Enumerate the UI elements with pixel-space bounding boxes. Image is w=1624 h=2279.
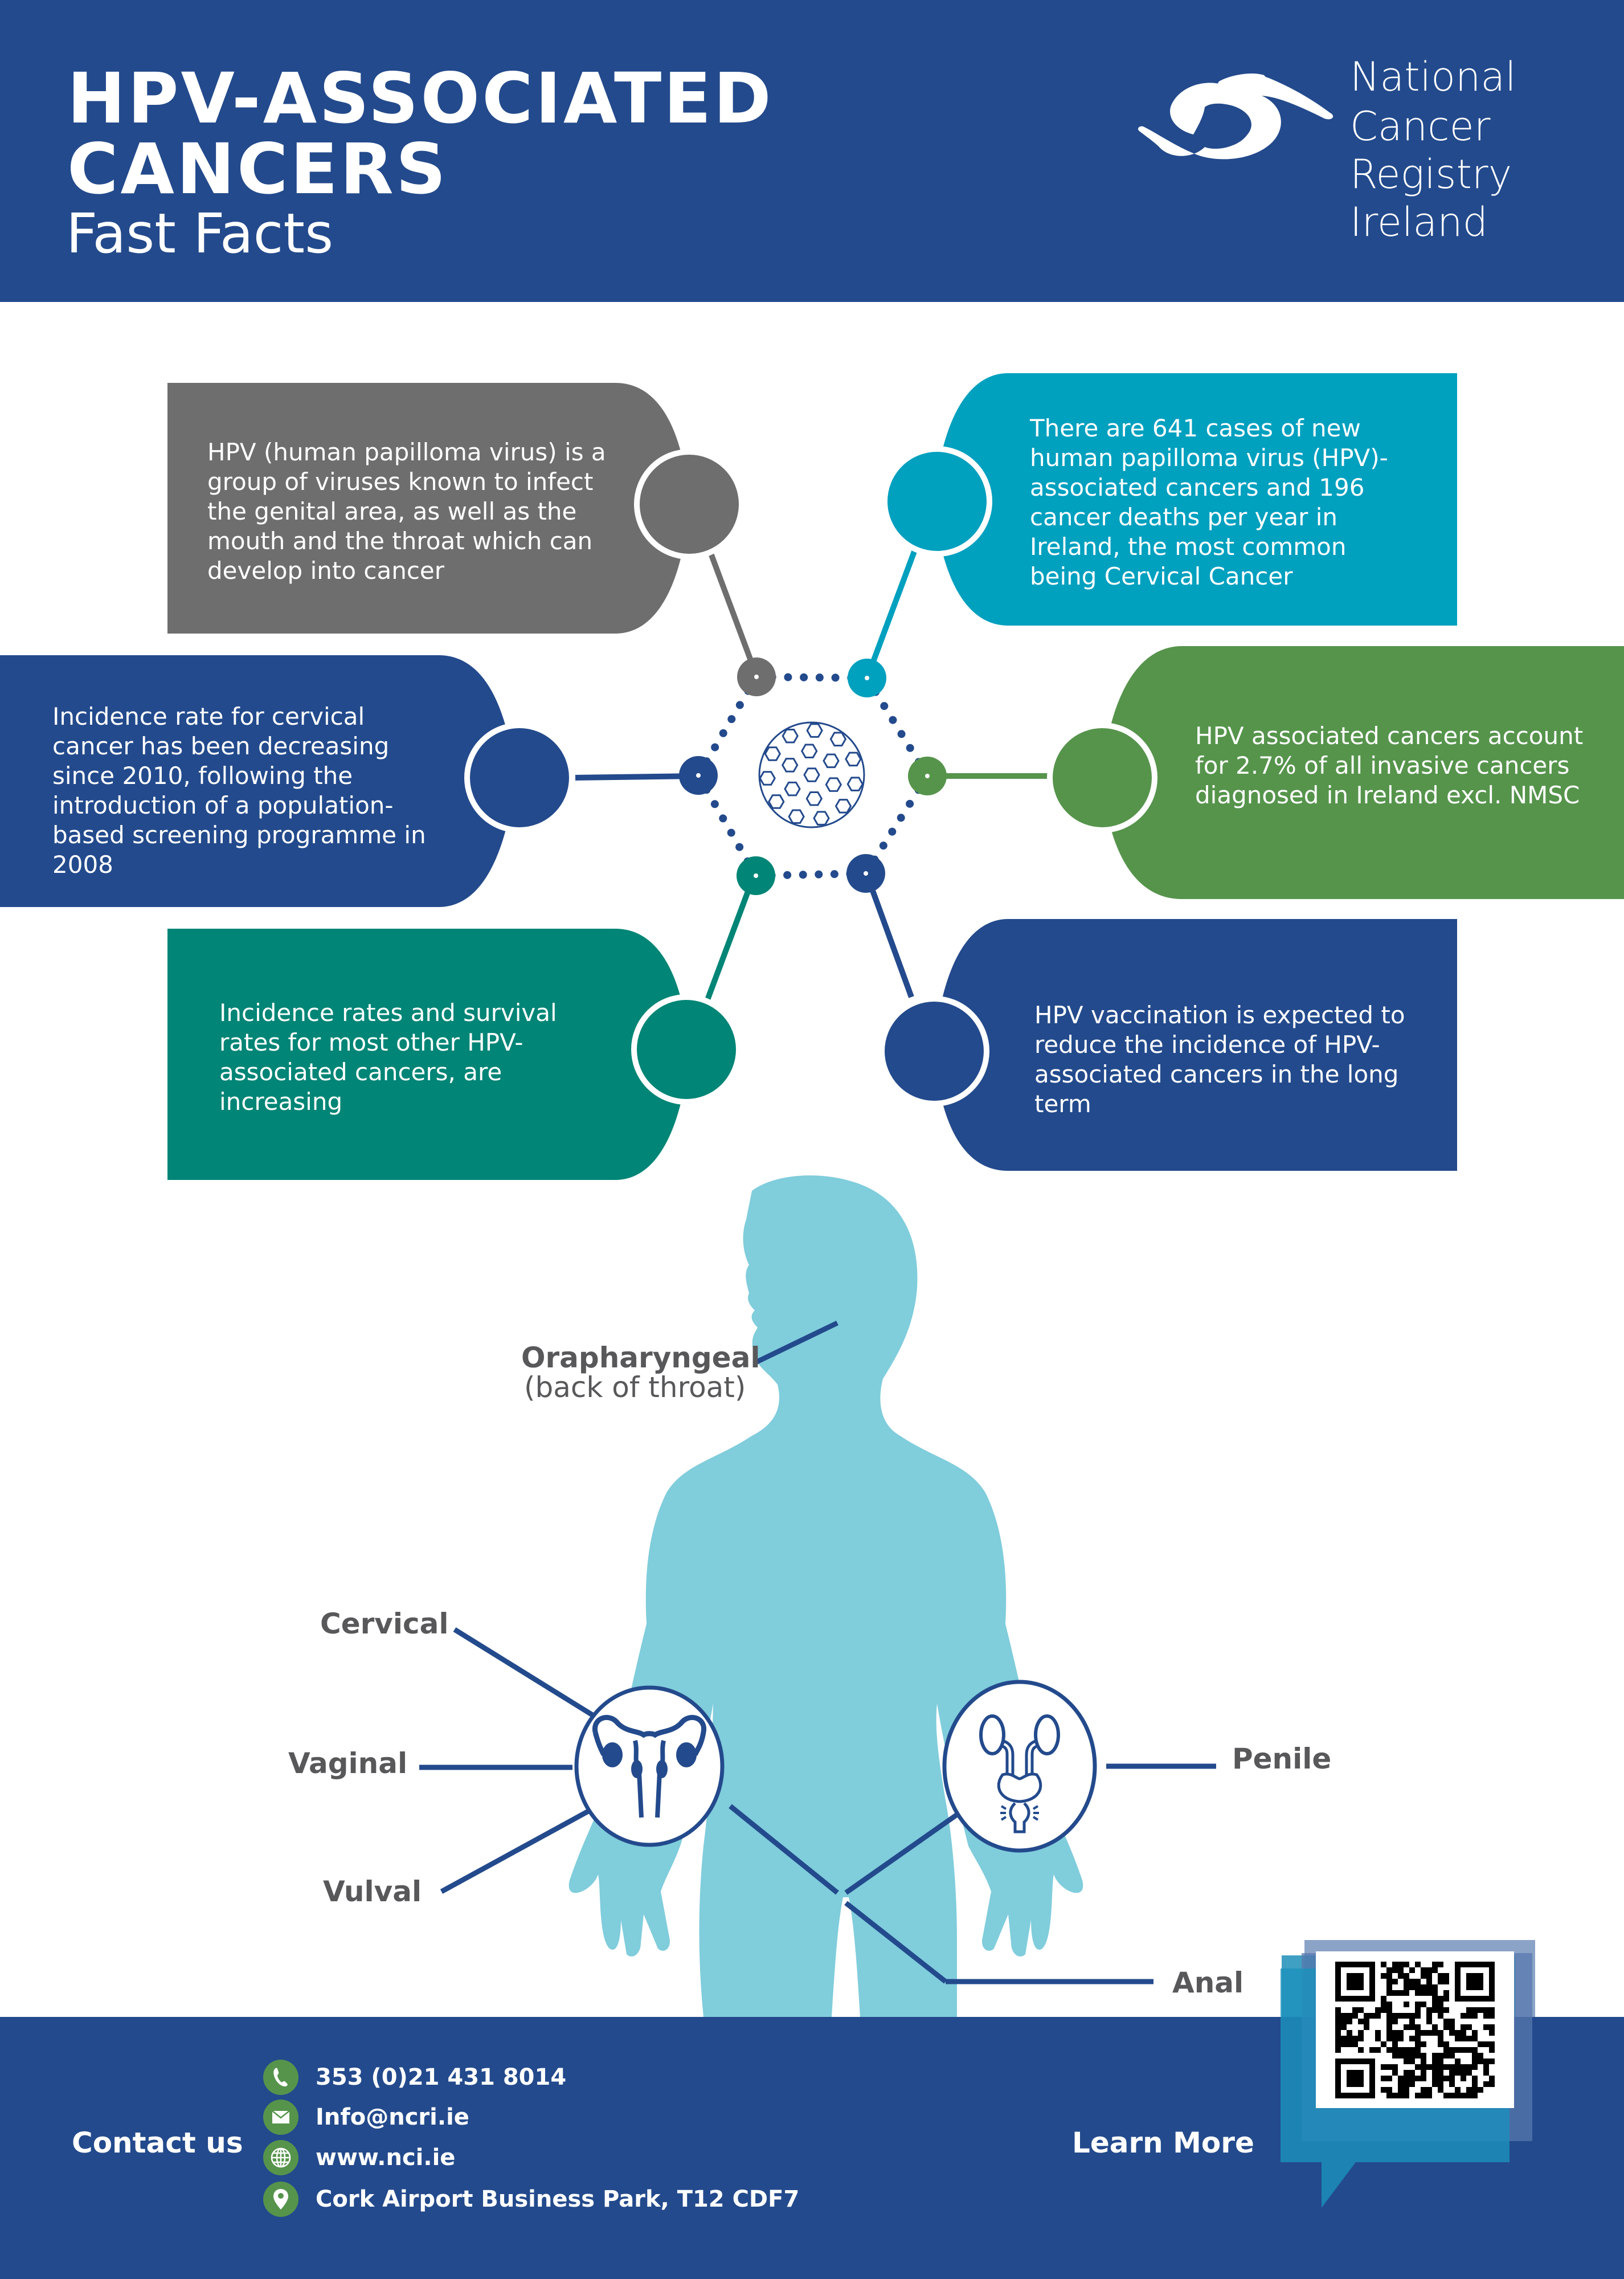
contact-us-heading: Contact us <box>72 2126 243 2159</box>
header-banner <box>0 0 1624 302</box>
ring-dot <box>897 814 905 822</box>
ncri-swirl-logo-icon <box>1138 73 1333 160</box>
learn-more-label[interactable]: Learn More <box>1072 2126 1254 2159</box>
fact-text-cases: There are 641 cases of new human papillo… <box>1030 414 1388 590</box>
ring-dot <box>880 702 889 710</box>
fact-text-share: HPV associated cancers account for 2.7% … <box>1195 722 1584 809</box>
contact-address-text: Cork Airport Business Park, T12 CDF7 <box>316 2186 800 2212</box>
fact-card-bg-share <box>1102 646 1624 899</box>
logo-text-line: Cancer <box>1350 103 1491 150</box>
ring-dot <box>800 673 808 681</box>
page-title-line2: CANCERS <box>67 129 448 210</box>
ring-dot <box>719 729 727 737</box>
ring-dot <box>906 799 914 808</box>
body-diagram <box>419 1175 1535 2023</box>
virus-capsomere <box>823 753 840 769</box>
contact-phone-text: 353 (0)21 431 8014 <box>316 2064 567 2090</box>
virus-capsomere <box>805 791 823 806</box>
ring-dot <box>897 730 906 738</box>
fact-card-bg-cases <box>934 373 1457 626</box>
contact-email[interactable]: Info@ncri.ie <box>263 2099 469 2135</box>
contact-website-text: www.nci.ie <box>316 2145 456 2171</box>
ring-dot <box>831 673 840 682</box>
hpv-virus-icon <box>758 721 865 828</box>
fact-card-bg-definition <box>167 383 689 634</box>
virus-capsomere <box>781 758 799 773</box>
label-vulval: Vulval <box>323 1875 422 1908</box>
location-pin-icon <box>263 2182 298 2217</box>
virus-capsomere <box>825 777 842 792</box>
phone-icon <box>263 2060 298 2095</box>
ring-dot <box>888 827 897 836</box>
virus-capsomere <box>768 794 785 809</box>
fact-text-vaccination: HPV vaccination is expected to reduce th… <box>1034 1001 1405 1118</box>
virus-capsomere <box>845 752 862 767</box>
logo-text-line: Ireland <box>1350 199 1488 246</box>
contact-phone[interactable]: 353 (0)21 431 8014 <box>263 2059 566 2096</box>
fact-card-bg-other-trend <box>167 929 689 1180</box>
virus-capsomere <box>764 746 782 761</box>
ring-dot <box>783 871 792 879</box>
human-silhouette <box>568 1175 1083 2017</box>
contact-email-text: Info@ncri.ie <box>316 2104 469 2130</box>
contact-website[interactable]: www.nci.ie <box>263 2139 455 2176</box>
label-orapharyngeal: Orapharyngeal <box>521 1341 760 1374</box>
label-anal: Anal <box>1172 1966 1244 1999</box>
globe-icon <box>263 2140 298 2175</box>
ring-dot <box>815 870 823 879</box>
ring-dot <box>879 842 887 850</box>
ring-dot <box>711 743 719 752</box>
page-subtitle: Fast Facts <box>66 202 334 266</box>
virus-capsomere <box>784 781 801 797</box>
facts-hub-diagram <box>0 373 1624 1180</box>
virus-capsomere <box>803 767 820 782</box>
virus-capsomere <box>846 777 864 791</box>
email-icon <box>263 2100 298 2135</box>
ring-dot <box>735 843 744 851</box>
virus-capsomere <box>800 744 818 758</box>
card-node-circle <box>464 446 1157 1106</box>
virus-capsomere <box>806 723 823 738</box>
contact-address[interactable]: Cork Airport Business Park, T12 CDF7 <box>263 2181 799 2217</box>
label-orapharyngeal-sub: (back of throat) <box>524 1371 746 1404</box>
ring-dot <box>799 871 807 879</box>
hub-node <box>679 657 947 895</box>
label-cervical: Cervical <box>320 1607 449 1640</box>
label-vaginal: Vaginal <box>288 1747 408 1780</box>
virus-capsomere <box>782 729 799 744</box>
virus-capsomere <box>813 811 830 826</box>
fact-text-cervical-trend: Incidence rate for cervical cancer has b… <box>52 703 426 879</box>
ring-dot <box>815 673 824 682</box>
label-penile: Penile <box>1232 1742 1332 1775</box>
logo-text-line: National <box>1350 54 1516 100</box>
ring-dot <box>727 715 736 724</box>
male-urinary-reproductive-icon <box>942 1680 1097 1853</box>
fact-text-definition: HPV (human papilloma virus) is a group o… <box>207 438 606 585</box>
ring-dot <box>727 828 735 837</box>
qr-code-icon[interactable] <box>1316 1951 1514 2108</box>
ring-dot <box>719 814 727 823</box>
ring-dot <box>889 716 897 724</box>
female-reproductive-organs-icon <box>574 1685 725 1847</box>
virus-capsomere <box>759 771 776 786</box>
virus-capsomere <box>835 799 852 814</box>
ring-dot <box>784 673 792 681</box>
fact-card-bg-cervical-trend <box>0 655 516 907</box>
ring-dot <box>735 701 744 709</box>
ring-dot <box>906 744 914 752</box>
fact-text-other-trend: Incidence rates and survival rates for m… <box>219 999 557 1116</box>
fact-card-bg-vaccination <box>934 919 1457 1171</box>
ring-dot <box>830 870 838 879</box>
virus-capsomere <box>829 732 847 747</box>
logo-text-line: Registry <box>1350 151 1512 198</box>
page-title-line1: HPV-ASSOCIATED <box>67 58 774 139</box>
ring-dot <box>710 800 719 808</box>
virus-capsomere <box>788 809 805 824</box>
